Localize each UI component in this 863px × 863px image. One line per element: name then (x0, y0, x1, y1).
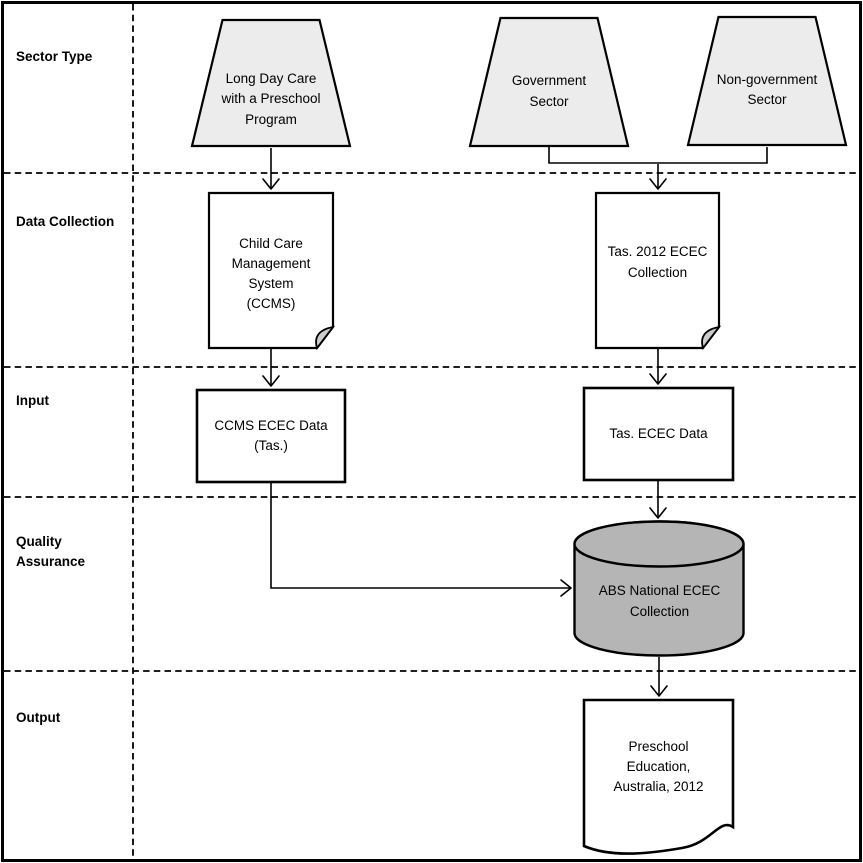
sector-shapes (190, 15, 848, 148)
input-shapes (195, 386, 735, 484)
trapezoid-non-government-sector (686, 15, 848, 147)
row-label-input: Input (16, 393, 49, 408)
cylinder-top-rim (573, 520, 745, 568)
node-label-government-sector: Government Sector (511, 73, 587, 109)
node-label-tas-ecec-data: Tas. ECEC Data (609, 425, 708, 441)
row-label-data-collection: Data Collection (16, 214, 115, 229)
row-label-output: Output (16, 710, 61, 725)
node-label-ccms-ecec-data: CCMS ECEC Data (Tas.) (214, 417, 328, 453)
rect-tas-ecec-data (582, 386, 735, 482)
arrow-ccms-data-to-abs (270, 483, 572, 597)
node-label-non-government-sector: Non-government Sector (716, 71, 818, 107)
node-label-abs-national-collection: ABS National ECEC Collection (598, 583, 721, 619)
row-label-sector-type: Sector Type (16, 49, 93, 64)
document-ccms-fold (315, 325, 336, 350)
connectors (262, 148, 668, 697)
database-cylinder (573, 520, 745, 657)
document-preschool-education (582, 698, 735, 855)
connector-sector-merge (548, 147, 768, 164)
swimlane-grid (4, 4, 859, 859)
row-label-quality-assurance: Quality Assurance (16, 534, 86, 569)
node-label-ccms: Child Care Management System (CCMS) (231, 235, 311, 312)
document-shapes (207, 191, 722, 350)
node-label-tas-2012-collection: Tas. 2012 ECEC Collection (607, 244, 708, 280)
trapezoid-government-sector (468, 16, 630, 148)
node-label-preschool-education: Preschool Education, Australia, 2012 (613, 738, 704, 795)
rect-ccms-ecec-data (195, 388, 347, 484)
document-tas-2012-fold (701, 325, 722, 350)
node-label-long-day-care: Long Day Care with a Preschool Program (221, 71, 321, 127)
trapezoid-long-day-care (190, 18, 352, 148)
